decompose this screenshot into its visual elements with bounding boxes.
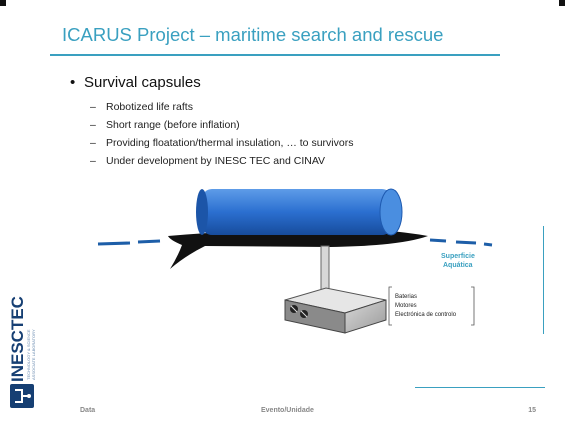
bullet-main: • Survival capsules [70,74,201,91]
slide-title: ICARUS Project – maritime search and res… [62,24,444,45]
sub-bullet-list: –Robotized life rafts –Short range (befo… [90,98,353,170]
sub-bullet: –Short range (before inflation) [90,119,240,131]
water-surface-line [97,238,493,247]
electronics-box [284,287,387,334]
footer-page-number: 15 [528,407,536,414]
sub-bullet: –Robotized life rafts [90,101,193,113]
footer-date: Data [80,407,96,414]
box-label-batteries: Baterias [395,294,417,300]
corner-mark [0,0,6,6]
right-accent-rule [543,226,544,334]
raft-hull-shape [168,228,428,269]
corner-mark [559,0,565,6]
brand-vertical-text: INESCTEC TECHNOLOGY & SCIENCE ASSOCIATE … [8,264,40,382]
bottom-accent-rule [415,387,545,388]
survival-capsule [196,188,403,236]
sub-bullet: –Providing floatation/thermal insulation… [90,137,354,149]
bullet-text: Survival capsules [84,74,201,91]
bullet-dot: • [70,74,76,91]
brand-name: INESCTEC [8,296,27,382]
footer-event: Evento/Unidade [261,407,314,414]
water-surface-label: Aquática [443,262,473,269]
water-surface-label: Superficie [441,253,475,260]
title-divider [50,54,500,56]
box-label-motors: Motores [395,303,417,309]
sub-bullet: –Under development by INESC TEC and CINA… [90,155,326,167]
brand-subtitle: TECHNOLOGY & SCIENCE ASSOCIATE LABORATOR… [26,329,36,380]
inesc-tec-logo-icon [10,384,34,408]
box-label-bracket [388,286,475,326]
box-label-control-electronics: Electrónica de controlo [395,312,457,318]
